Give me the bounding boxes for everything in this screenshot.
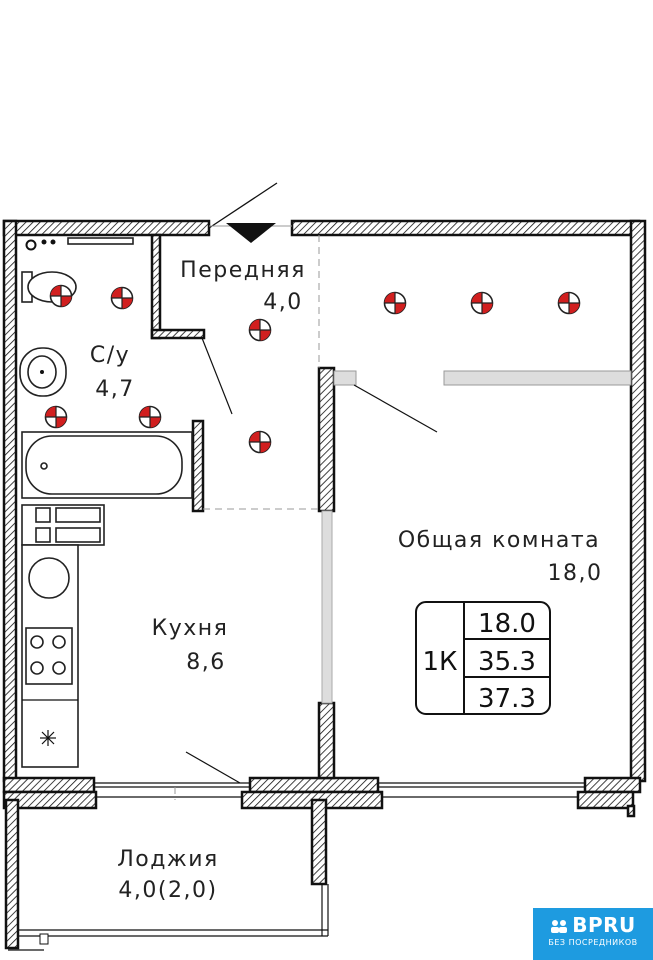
windows [8,782,585,951]
loggia-area: 4,0(2,0) [118,878,217,903]
interior-walls [150,233,632,780]
electrical-point-icon [557,291,581,315]
room-labels: Передняя 4,0 С/у 4,7 Общая комната 18,0 … [90,258,603,903]
area-summary: 1К 18.0 35.3 37.3 [415,601,551,715]
hall-name: Передняя [180,258,306,283]
bath-area: 4,7 [95,377,135,402]
kitchen-area: 8,6 [186,650,226,675]
zone-lines [174,235,320,800]
electrical-point-icon [44,405,68,429]
electrical-point-icon [248,318,272,342]
fridge-icon [40,730,56,746]
electrical-point-icon [248,430,272,454]
apartment-type: 1К [422,647,457,677]
users-icon [551,920,568,933]
brand-tagline: БЕЗ ПОСРЕДНИКОВ [548,938,638,947]
living-area-value: 18.0 [478,609,536,639]
entrance-arrow-icon [226,223,276,243]
brand-name: BPRU [572,913,636,937]
kitchen-fixtures [21,504,105,768]
living-area: 18,0 [548,561,603,586]
total-area-value: 35.3 [478,647,536,677]
loggia-name: Лоджия [117,847,219,872]
total-with-loggia-value: 37.3 [478,684,536,714]
brand-badge[interactable]: BPRU БЕЗ ПОСРЕДНИКОВ [533,908,653,960]
electrical-point-icon [110,286,134,310]
living-name: Общая комната [398,528,600,553]
hall-area: 4,0 [263,290,303,315]
electrical-point-icon [49,284,73,308]
exterior-walls [2,219,647,950]
electrical-markers [44,284,581,454]
bath-name: С/у [90,343,130,368]
electrical-point-icon [138,405,162,429]
kitchen-name: Кухня [152,616,229,641]
electrical-point-icon [470,291,494,315]
bathroom-fixtures [19,237,193,499]
electrical-point-icon [383,291,407,315]
entrance [208,182,292,243]
